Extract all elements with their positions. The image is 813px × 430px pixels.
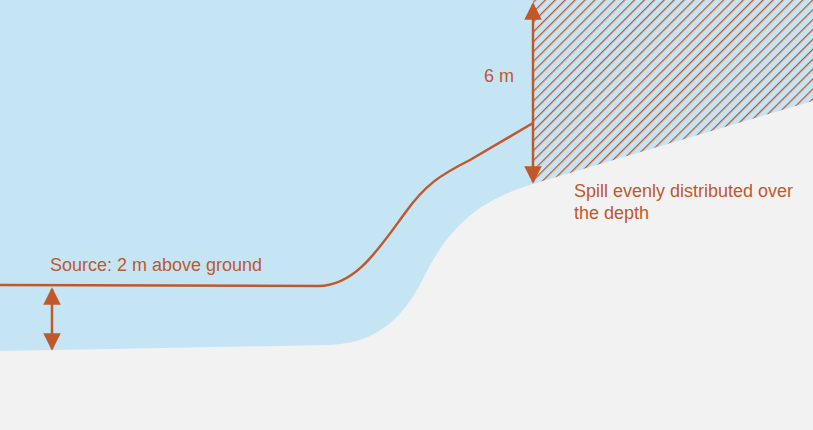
dimension-label: 6 m: [484, 65, 514, 87]
outfall-pipe: [0, 123, 533, 286]
spill-note: Spill evenly distributed over the depth: [574, 180, 806, 224]
source-label: Source: 2 m above ground: [50, 254, 262, 276]
depth-dimension-arrow: [532, 4, 535, 182]
ground: [0, 101, 813, 430]
source-height-arrow: [51, 289, 54, 349]
